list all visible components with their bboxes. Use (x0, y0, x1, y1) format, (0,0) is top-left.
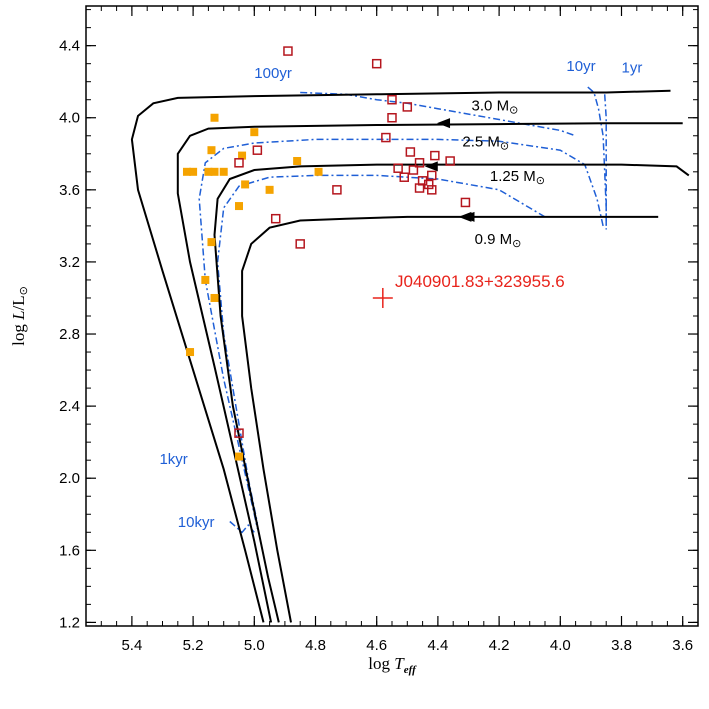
filled-square-point (210, 293, 219, 302)
filled-square-point (210, 113, 219, 122)
open-square-point (414, 183, 425, 193)
isochrone-line (198, 138, 604, 529)
filled-square-point (189, 167, 198, 176)
track-label: 2.5 M⊙ (462, 134, 509, 153)
filled-square-point (207, 146, 216, 155)
track-label: 1.25 M⊙ (490, 168, 545, 187)
y-tick-label: 2.0 (59, 470, 80, 487)
open-square-point (408, 165, 419, 175)
evolutionary-tracks (130, 89, 690, 623)
filled-square-point (235, 452, 243, 461)
x-tick-label: 3.8 (611, 637, 632, 654)
open-square-point (381, 132, 391, 143)
filled-square-point (186, 348, 195, 357)
open-square-point (252, 145, 263, 155)
filled-square-point (219, 167, 228, 176)
y-tick-label: 1.2 (59, 614, 80, 631)
open-square-point (427, 170, 437, 181)
y-tick-label: 1.6 (59, 542, 80, 559)
y-tick-label: 4.4 (59, 38, 80, 55)
chart-labels: 100yr 10yr 1yr 1kyr 10kyr 3.0 M⊙ 2.5 M⊙ 1.25 M⊙… (159, 58, 642, 531)
track-line (213, 163, 690, 623)
track-arrow (461, 211, 475, 222)
open-square-point (234, 428, 244, 438)
open-square-point (430, 150, 440, 161)
isochrone-lines (198, 86, 607, 534)
y-tick-label: 2.8 (59, 326, 80, 343)
open-square-point (405, 147, 416, 157)
x-tick-label: 4.6 (366, 637, 387, 654)
track-line (176, 122, 683, 623)
filled-square-point (250, 128, 259, 137)
isochrone-label: 1kyr (159, 451, 187, 468)
filled-square-point (238, 151, 247, 160)
filled-square-point (314, 167, 323, 176)
axes: 5.4 5.2 5.0 4.8 4.6 4.4 4.2 4.0 3.8 3.6 1.2 1.6 2.0 2… (59, 6, 698, 654)
open-square-point (283, 46, 293, 56)
x-tick-label: 4.8 (305, 637, 326, 654)
x-tick-label: 4.0 (550, 637, 571, 654)
filled-square-point (182, 167, 191, 176)
open-square-point (445, 156, 455, 166)
open-square-point (270, 213, 281, 224)
open-square-point (399, 172, 409, 182)
open-square-point (371, 58, 382, 69)
filled-square-point (210, 167, 219, 176)
isochrone-line (300, 91, 576, 137)
filled-square-point (204, 167, 213, 176)
y-tick-label: 3.2 (59, 254, 80, 271)
open-square-point (295, 239, 305, 249)
x-tick-label: 3.6 (672, 637, 693, 654)
y-tick-label: 4.0 (59, 110, 80, 127)
isochrone-label: 10yr (566, 58, 595, 75)
filled-square-point (235, 202, 243, 211)
isochrone-line (587, 86, 607, 230)
isochrone-line (603, 94, 607, 226)
filled-square-point (207, 238, 216, 247)
x-tick-label: 5.4 (121, 637, 142, 654)
open-square-point (332, 185, 342, 195)
open-square-point (234, 158, 244, 168)
track-line (241, 215, 659, 623)
open-square-point (423, 179, 434, 190)
isochrone-label: 100yr (254, 65, 292, 82)
open-square-point (387, 94, 397, 105)
open-square-point (393, 163, 403, 173)
open-square-point (427, 185, 437, 195)
y-tick-label: 2.4 (59, 398, 80, 415)
plot-frame (85, 5, 699, 627)
filled-square-point (293, 157, 302, 165)
y-axis-label: log L/L⊙ (9, 286, 30, 346)
open-square-point (414, 158, 425, 168)
isochrone-label: 1yr (622, 60, 643, 77)
filled-square-point (265, 185, 274, 194)
filled-square-point (241, 180, 250, 189)
track-arrow (437, 118, 451, 129)
open-square-point (402, 102, 413, 112)
filled-square-point (201, 275, 210, 284)
open-square-point (387, 112, 397, 123)
object-label: J040901.83+323955.6 (395, 272, 565, 291)
open-square-point (460, 197, 471, 208)
x-tick-label: 5.0 (244, 637, 265, 654)
x-tick-label: 4.2 (489, 637, 510, 654)
track-label: 3.0 M⊙ (472, 98, 519, 117)
x-tick-label: 5.2 (183, 637, 204, 654)
isochrone-line (216, 174, 546, 524)
isochrone-label: 10kyr (178, 514, 215, 531)
y-tick-label: 3.6 (59, 182, 80, 199)
star-points (182, 46, 471, 461)
x-axis-label: log Teff (368, 654, 417, 676)
x-tick-label: 4.4 (427, 637, 448, 654)
track-line (130, 89, 671, 623)
track-label: 0.9 M⊙ (475, 231, 522, 250)
